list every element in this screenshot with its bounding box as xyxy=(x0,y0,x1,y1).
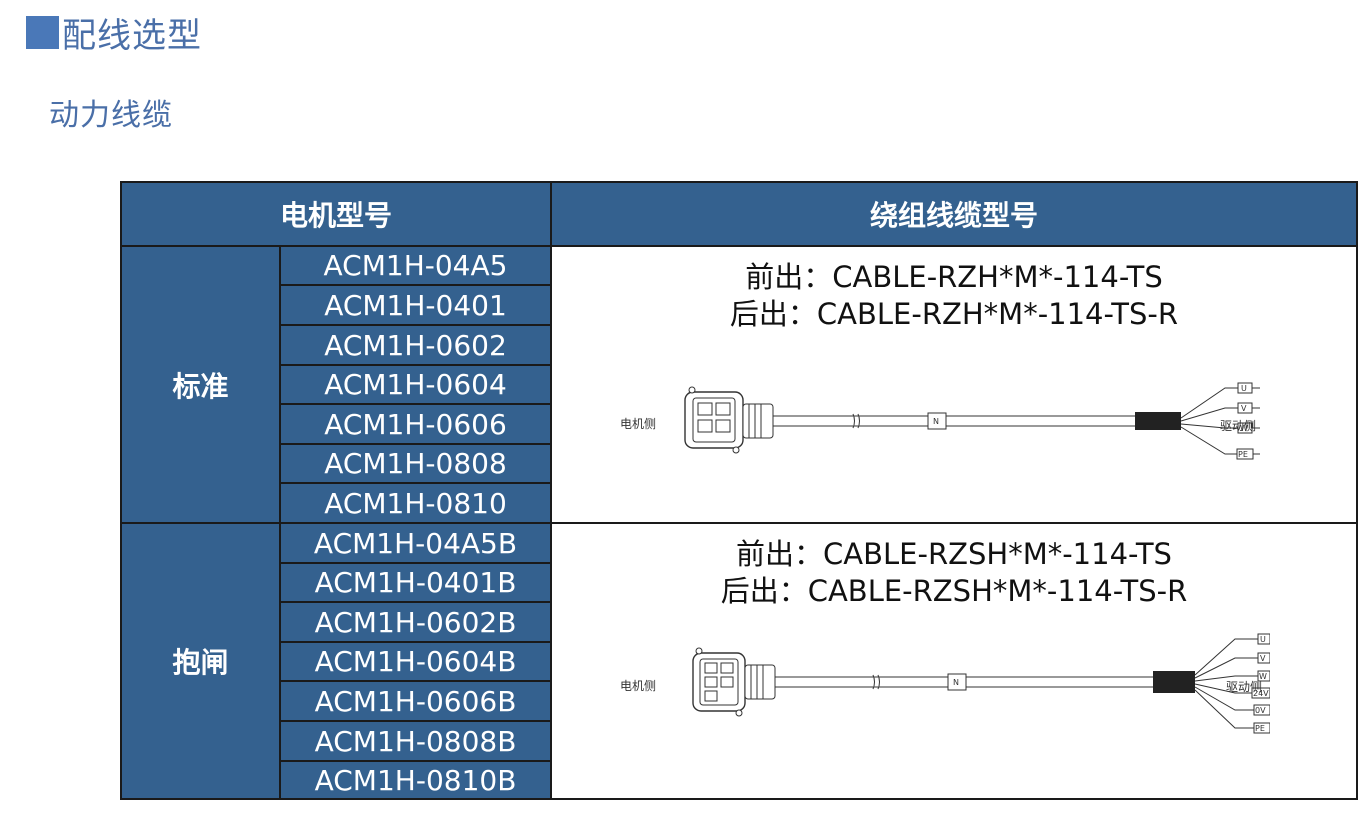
category-standard: 标准 xyxy=(120,245,281,524)
model-row: ACM1H-0401B xyxy=(279,562,552,603)
cable-rear-standard: 后出：CABLE-RZH*M*-114-TS-R xyxy=(729,297,1179,331)
drive-side-label: 驱动侧 xyxy=(1220,419,1257,433)
svg-text:0V: 0V xyxy=(1255,706,1266,715)
svg-text:W: W xyxy=(1240,424,1248,433)
model-row: ACM1H-0810B xyxy=(279,760,552,800)
cable-rear-brake: 后出：CABLE-RZSH*M*-114-TS-R xyxy=(720,574,1188,608)
cable-front-brake: 前出：CABLE-RZSH*M*-114-TS xyxy=(736,537,1172,571)
header-cable-model: 绕组线缆型号 xyxy=(550,181,1358,247)
heat-shrink xyxy=(1153,671,1195,693)
motor-connector-icon xyxy=(692,647,776,717)
model-row: ACM1H-0808B xyxy=(279,720,552,762)
model-row: ACM1H-0810 xyxy=(279,482,552,524)
marker-label: N xyxy=(953,678,959,687)
model-row: ACM1H-0604 xyxy=(279,364,552,405)
model-row: ACM1H-0602B xyxy=(279,601,552,643)
svg-text:V: V xyxy=(1241,404,1247,413)
model-row: ACM1H-0606 xyxy=(279,403,552,445)
model-row: ACM1H-0602 xyxy=(279,324,552,366)
drive-side-label: 驱动侧 xyxy=(1226,680,1263,694)
model-row: ACM1H-0808 xyxy=(279,443,552,484)
model-row: ACM1H-0604B xyxy=(279,641,552,682)
svg-text:PE: PE xyxy=(1255,724,1265,733)
marker-label: N xyxy=(933,417,939,426)
model-row: ACM1H-0401 xyxy=(279,284,552,326)
cable-diagram-brake: 电机侧 N xyxy=(620,633,1270,734)
cable-cell-brake: 前出：CABLE-RZSH*M*-114-TS 后出：CABLE-RZSH*M*… xyxy=(550,522,1358,800)
section-title: 配线选型 xyxy=(26,8,202,56)
svg-text:U: U xyxy=(1260,635,1266,644)
cable-selection-table: 电机型号 绕组线缆型号 标准 ACM1H-04A5 ACM1H-0401 ACM… xyxy=(120,181,1358,800)
title-square-icon xyxy=(26,15,59,49)
model-row: ACM1H-04A5 xyxy=(279,245,552,286)
cable-cell-standard: 前出：CABLE-RZH*M*-114-TS 后出：CABLE-RZH*M*-1… xyxy=(550,245,1358,524)
heat-shrink xyxy=(1135,412,1181,430)
motor-side-label: 电机侧 xyxy=(620,679,656,693)
category-brake: 抱闸 xyxy=(120,522,281,800)
cable-marker: N xyxy=(927,412,947,430)
pin-labels: U V W 24V 0V PE xyxy=(1251,633,1270,734)
svg-text:V: V xyxy=(1260,654,1266,663)
section-title-text: 配线选型 xyxy=(62,15,202,56)
model-row: ACM1H-0606B xyxy=(279,680,552,722)
cable-diagram-standard: 电机侧 N xyxy=(620,382,1260,460)
subtitle: 动力线缆 xyxy=(49,98,173,133)
svg-text:PE: PE xyxy=(1238,450,1248,459)
motor-connector-icon xyxy=(684,386,774,454)
svg-text:U: U xyxy=(1241,384,1247,393)
cable-line xyxy=(773,413,1135,429)
motor-side-label: 电机侧 xyxy=(620,417,656,431)
header-motor-model: 电机型号 xyxy=(120,181,552,247)
svg-text:W: W xyxy=(1259,672,1267,681)
model-row: ACM1H-04A5B xyxy=(279,522,552,564)
pin-labels: U V W PE xyxy=(1236,382,1254,460)
svg-text:24V: 24V xyxy=(1253,689,1269,698)
cable-front-standard: 前出：CABLE-RZH*M*-114-TS xyxy=(745,260,1163,294)
cable-marker: N xyxy=(947,673,967,691)
